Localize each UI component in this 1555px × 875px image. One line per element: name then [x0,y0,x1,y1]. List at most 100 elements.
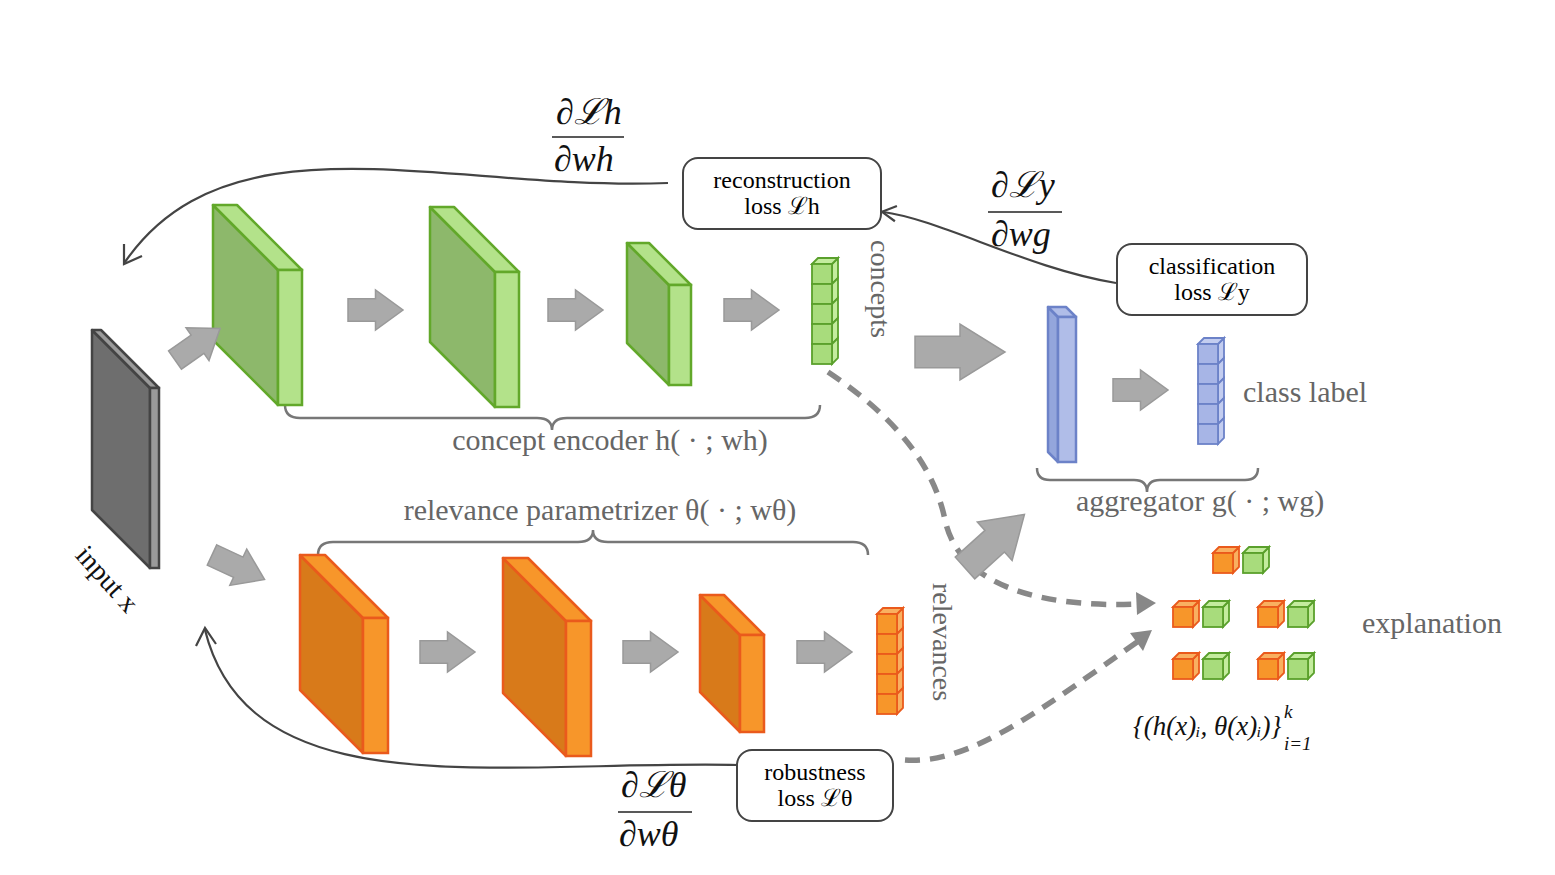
layer-top [300,555,388,618]
layer-top [430,207,519,272]
cube-top [1258,653,1284,659]
cube-front [1203,659,1223,679]
cube-top [1288,601,1314,607]
layer-front [150,388,159,568]
cube-front [877,654,897,674]
layer-top [503,558,591,621]
layer-top [1048,307,1076,317]
gradient-arrow [205,630,738,768]
fraction-lines [552,137,1062,812]
cube-front [1198,384,1218,404]
cube-top [1243,547,1269,553]
label: relevances [928,583,957,701]
block-arrow [1113,370,1168,410]
fraction-line [618,811,692,813]
block-arrow [548,290,603,330]
cube-front [1288,607,1308,627]
cube-front [877,614,897,634]
layer-top [627,243,691,285]
block-arrow [623,632,678,672]
fraction-line [552,136,624,138]
arrow-head [882,206,897,221]
fraction-line [988,211,1062,213]
label: {(h(x)ᵢ, θ(x)ᵢ)} [1133,712,1281,740]
loss-box: reconstruction loss ℒh [682,157,882,230]
gradient-arrow [125,169,668,262]
cube-front [812,304,832,324]
layer-front [363,618,388,753]
label: ∂wg [991,216,1051,254]
brackets [285,405,1258,555]
encoder-layer [213,205,302,405]
label: ∂wh [554,141,614,179]
cube-side [897,688,903,714]
cube-front [812,344,832,364]
cube-front [1198,424,1218,444]
cube-front [1198,404,1218,424]
cube-front [812,264,832,284]
block-arrow [797,632,852,672]
encoder-layer [627,243,691,385]
block-arrow [420,632,475,672]
dashed-heads [1130,592,1156,651]
block-arrow [724,290,779,330]
loss-box: classification loss ℒy [1116,243,1308,316]
label: ∂ℒy [991,167,1055,205]
block-arrow [204,537,273,598]
label: concepts [866,240,895,338]
label: explanation [1362,607,1502,639]
encoder-layer [430,207,519,407]
gradient-arrows [124,169,738,768]
label: class label [1243,376,1367,408]
loss-box: robustness loss ℒθ [736,749,894,822]
bracket [318,530,868,555]
label: i=1 [1284,734,1312,754]
block-arrow [915,324,1005,380]
cube-top [1203,601,1229,607]
label: relevance parametrizer θ( · ; wθ) [404,494,797,526]
arrow-head [124,244,142,264]
cube-top [1173,653,1199,659]
layer-top [213,205,302,270]
loss-text: classification loss ℒy [1130,253,1294,306]
block-arrow [348,290,403,330]
dashed-arrows [828,372,1140,760]
cube-top [1213,547,1239,553]
arrow-head [1136,592,1156,615]
cube-front [877,674,897,694]
gradient-connector [882,212,1116,283]
label: ∂ℒh [556,94,622,132]
arrow-head [196,628,216,646]
label: aggregator g( · ; wg) [1076,485,1324,517]
layer-front [740,635,764,732]
arrow-head [1130,630,1152,651]
block-arrow [948,495,1042,587]
cube-front [1198,344,1218,364]
cube-front [877,694,897,714]
cube-front [1213,553,1233,573]
cube-front [1173,607,1193,627]
layer-front [278,270,302,405]
layer-front [566,621,591,756]
cube-front [1173,659,1193,679]
layer-front [669,285,691,385]
label: concept encoder h( · ; wh) [452,424,768,456]
cube-front [1288,659,1308,679]
relevance-layer [503,558,591,756]
relevance-layer [300,555,388,753]
cube-front [812,324,832,344]
label: ∂ℒθ [621,767,686,805]
aggregator-layer [1048,307,1076,462]
cube-front [812,284,832,304]
layer-top [92,330,159,388]
layer-top [700,595,764,635]
cube-front [1203,607,1223,627]
cube-top [877,608,903,614]
label: k [1284,702,1292,722]
cube-front [1243,553,1263,573]
cube-top [1203,653,1229,659]
cube-top [1288,653,1314,659]
